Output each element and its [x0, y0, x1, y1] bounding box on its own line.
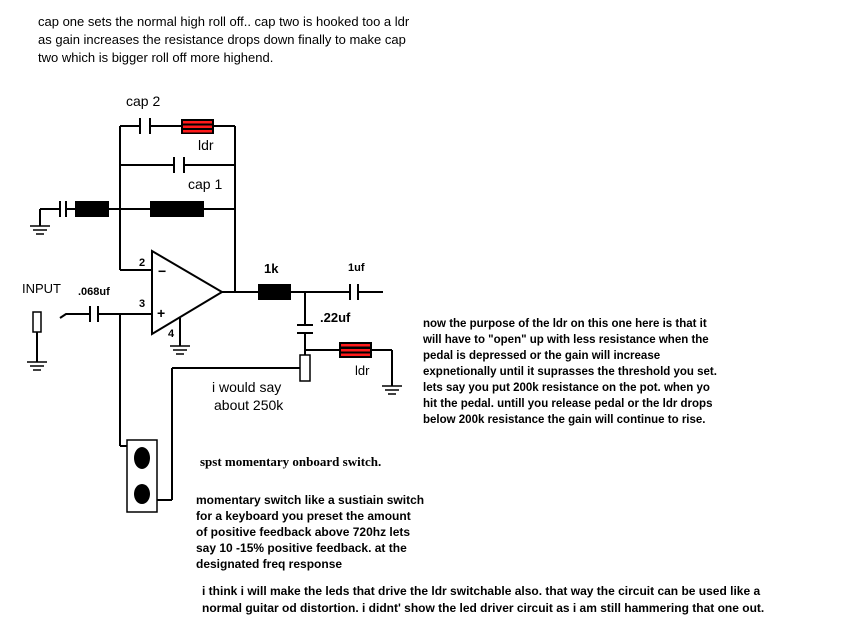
input-label: INPUT [22, 281, 61, 296]
output-cap-label: 1uf [348, 262, 365, 274]
bottom-line-2: normal guitar od distortion. i didnt' sh… [202, 601, 764, 615]
ldr-bottom [339, 342, 372, 358]
bottom-line-1: i think i will make the leds that drive … [202, 584, 760, 598]
note-line: now the purpose of the ldr on this one h… [423, 318, 707, 330]
ground-symbol-ldr [382, 385, 402, 395]
cap2-label: cap 2 [126, 93, 160, 109]
pin2-label: 2 [139, 257, 145, 269]
note-line: lets say you put 200k resistance on the … [423, 382, 710, 394]
header-text: cap one sets the normal high roll off.. … [38, 14, 410, 65]
switch-title: spst momentary onboard switch. [200, 454, 381, 469]
resistor-1k [258, 284, 291, 300]
note-line: pedal is depressed or the gain will incr… [423, 350, 660, 362]
header-line-3: two which is bigger roll off more highen… [38, 50, 273, 65]
header-line-1: cap one sets the normal high roll off.. … [38, 14, 410, 29]
pot-note-line-1: i would say [212, 379, 281, 395]
switch-desc-line: say 10 -15% positive feedback. at the [196, 541, 407, 555]
ground-symbol-top [30, 225, 50, 235]
input-jack [32, 311, 42, 333]
note-line: will have to "open" up with less resista… [422, 334, 709, 346]
output-capacitor [349, 284, 359, 300]
switch-desc-line: of positive feedback above 720hz lets [196, 525, 410, 539]
cap1-capacitor [173, 157, 185, 173]
resistor-1k-label: 1k [264, 261, 279, 276]
switch-desc-line: momentary switch like a sustiain switch [196, 493, 424, 507]
bottom-note: i think i will make the leds that drive … [202, 584, 764, 615]
ground-symbol-input [27, 361, 47, 371]
pot-note-line-2: about 250k [214, 397, 284, 413]
switch-desc-line: designated freq response [196, 557, 342, 571]
input-capacitor [89, 306, 99, 322]
ldr-top [181, 119, 214, 134]
output-section: 1k 1uf .22uf [145, 261, 402, 501]
cap2-capacitor [139, 118, 151, 134]
ground-resistor [75, 201, 109, 217]
input-section: INPUT .068uf [22, 281, 152, 447]
pin3-label: 3 [139, 298, 145, 310]
feedback-resistor [150, 201, 204, 217]
note-line: below 200k resistance the gain will cont… [423, 414, 705, 426]
cap1-label: cap 1 [188, 176, 222, 192]
feedback-network [30, 118, 236, 292]
minus-sign: − [158, 263, 166, 279]
cap-22uf-label: .22uf [320, 310, 351, 325]
ground-symbol-opamp [170, 345, 190, 355]
ldr-top-label: ldr [198, 137, 214, 153]
op-amp: 2 − 3 + 4 [139, 249, 258, 355]
note-line: expnetionally until it suprasses the thr… [423, 366, 717, 378]
pin4-label: 4 [168, 328, 175, 340]
momentary-switch [126, 439, 158, 513]
switch-description: momentary switch like a sustiain switch … [196, 493, 424, 571]
note-line: hit the pedal. untill you release pedal … [423, 398, 712, 410]
potentiometer [299, 354, 311, 382]
capacitor-22uf [297, 324, 313, 334]
input-cap-label: .068uf [78, 286, 110, 298]
purpose-note: now the purpose of the ldr on this one h… [422, 318, 717, 426]
ldr-bottom-label: ldr [355, 363, 370, 378]
plus-sign: + [157, 305, 165, 321]
switch-desc-line: for a keyboard you preset the amount [196, 509, 411, 523]
header-line-2: as gain increases the resistance drops d… [38, 32, 406, 47]
